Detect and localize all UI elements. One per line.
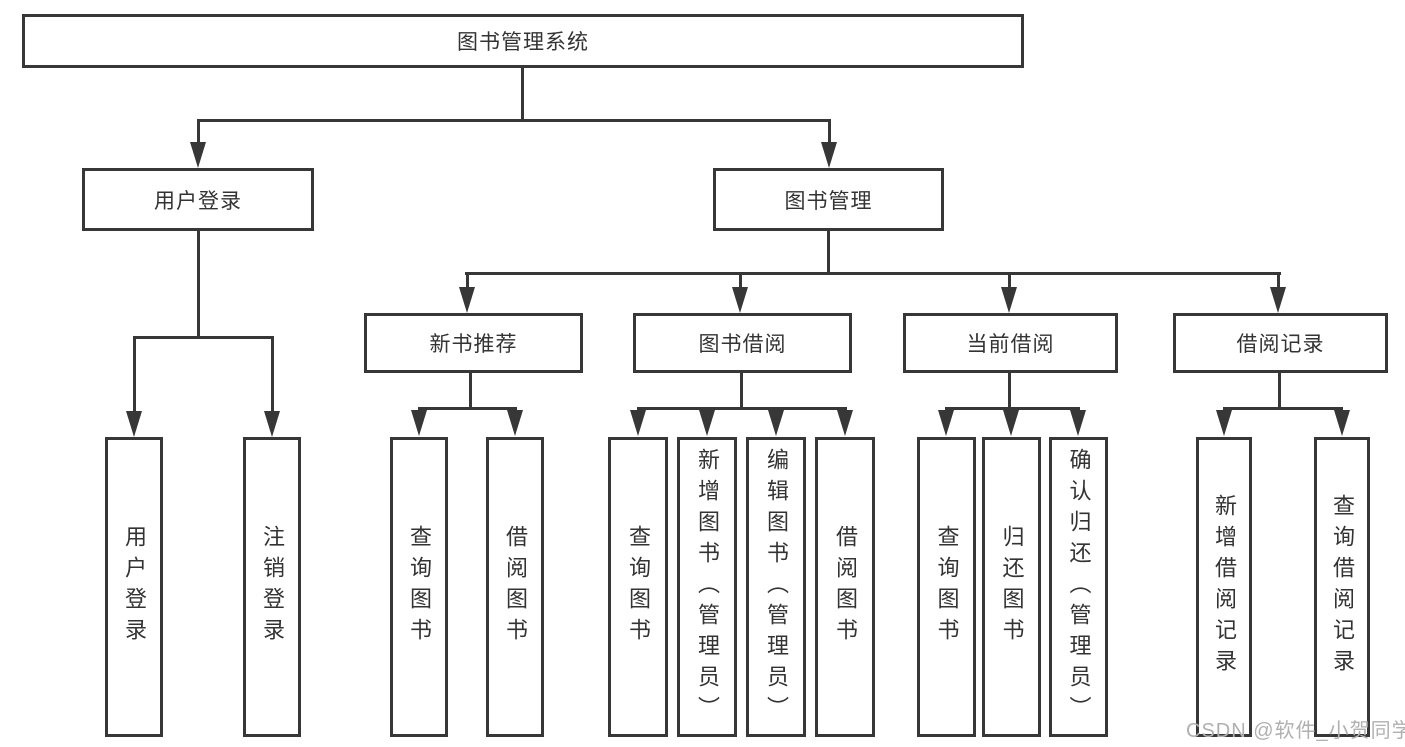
arrow-down-icon: [1001, 287, 1017, 313]
arrow-down-icon: [938, 410, 954, 436]
arrow-down-icon: [1003, 410, 1019, 436]
node-label: 借阅记录: [1236, 333, 1325, 356]
node-library-management-system: 图书管理系统: [22, 14, 1024, 68]
leaf-query-books: 查询图书: [917, 437, 976, 737]
leaf-label: 查询图书: [934, 525, 960, 649]
node-new-book-recommend: 新书推荐: [364, 313, 583, 373]
node-label: 新书推荐: [429, 333, 518, 356]
arrow-down-icon: [837, 410, 853, 436]
node-label: 当前借阅: [966, 333, 1055, 356]
connector-leaf-stub: [133, 336, 136, 413]
connector-level1-branch: [197, 119, 830, 122]
leaf-return-books: 归还图书: [982, 437, 1041, 737]
leaf-label: 查询图书: [407, 525, 432, 649]
connector-level2-stub: [1008, 272, 1011, 289]
arrow-down-icon: [732, 287, 748, 313]
leaf-add-borrow-record: 新增借阅记录: [1196, 437, 1252, 737]
leaf-query-borrow-record: 查询借阅记录: [1314, 437, 1370, 737]
arrow-down-icon: [821, 142, 837, 168]
leaf-label: 新增图书（管理员）: [695, 447, 720, 727]
connector-book-borrow-branch: [637, 407, 847, 410]
leaf-borrow-books: 借阅图书: [486, 437, 544, 737]
leaf-query-books: 查询图书: [608, 437, 668, 737]
leaf-label: 确认归还（管理员）: [1066, 447, 1092, 727]
node-user-login: 用户登录: [82, 168, 314, 231]
arrow-down-icon: [1270, 287, 1286, 313]
connector-root-stub: [521, 68, 524, 119]
leaf-user-login: 用户登录: [105, 437, 163, 737]
arrow-down-icon: [699, 410, 715, 436]
leaf-label: 归还图书: [999, 525, 1025, 649]
leaf-label: 借阅图书: [833, 525, 858, 649]
node-label: 图书管理: [784, 189, 873, 213]
leaf-borrow-books: 借阅图书: [815, 437, 875, 737]
leaf-confirm-return-admin: 确认归还（管理员）: [1049, 437, 1108, 737]
connector-user-login-stub: [197, 119, 200, 144]
node-label: 用户登录: [154, 189, 242, 213]
arrow-down-icon: [264, 411, 280, 437]
arrow-down-icon: [411, 410, 427, 436]
leaf-label: 编辑图书（管理员）: [764, 447, 789, 727]
arrow-down-icon: [1334, 410, 1350, 436]
node-label: 图书借阅: [698, 333, 787, 356]
connector-current-borrow-branch: [945, 407, 1080, 410]
connector-book-mgmt-stub: [828, 119, 831, 144]
connector-current-borrow-down: [1008, 372, 1011, 410]
connector-leaf-stub: [271, 336, 274, 413]
node-label: 图书管理系统: [457, 31, 589, 54]
arrow-down-icon: [630, 410, 646, 436]
csdn-watermark: CSDN @软件_小贺同学: [1186, 720, 1405, 742]
connector-user-login-down: [197, 231, 200, 339]
arrow-down-icon: [126, 411, 142, 437]
arrow-down-icon: [190, 142, 206, 168]
leaf-label: 查询借阅记录: [1330, 494, 1355, 680]
connector-book-borrow-down: [740, 372, 743, 410]
leaf-label: 借阅图书: [503, 525, 528, 649]
node-borrow-records: 借阅记录: [1173, 313, 1388, 373]
connector-level2-stub: [1277, 272, 1280, 289]
node-book-borrow: 图书借阅: [633, 313, 852, 373]
connector-level2-stub: [739, 272, 742, 289]
arrow-down-icon: [507, 410, 523, 436]
leaf-query-books: 查询图书: [390, 437, 448, 737]
leaf-label: 查询图书: [626, 525, 651, 649]
connector-book-mgmt-down: [827, 231, 830, 275]
node-current-borrow: 当前借阅: [903, 313, 1118, 373]
arrow-down-icon: [459, 287, 475, 313]
node-book-management: 图书管理: [713, 168, 944, 231]
arrow-down-icon: [1070, 410, 1086, 436]
leaf-label: 注销登录: [260, 525, 285, 649]
connector-user-login-branch: [133, 336, 274, 339]
leaf-edit-book-admin: 编辑图书（管理员）: [746, 437, 806, 737]
connector-level2-stub: [466, 272, 469, 289]
leaf-label: 用户登录: [122, 525, 147, 649]
connector-borrow-records-branch: [1223, 407, 1343, 410]
leaf-logout: 注销登录: [243, 437, 301, 737]
arrow-down-icon: [1216, 410, 1232, 436]
arrow-down-icon: [768, 410, 784, 436]
connector-level2-branch: [465, 272, 1281, 275]
connector-new-book-branch: [418, 407, 517, 410]
leaf-label: 新增借阅记录: [1212, 494, 1237, 680]
leaf-add-book-admin: 新增图书（管理员）: [677, 437, 737, 737]
connector-borrow-records-down: [1278, 372, 1281, 410]
connector-new-book-down: [469, 372, 472, 410]
